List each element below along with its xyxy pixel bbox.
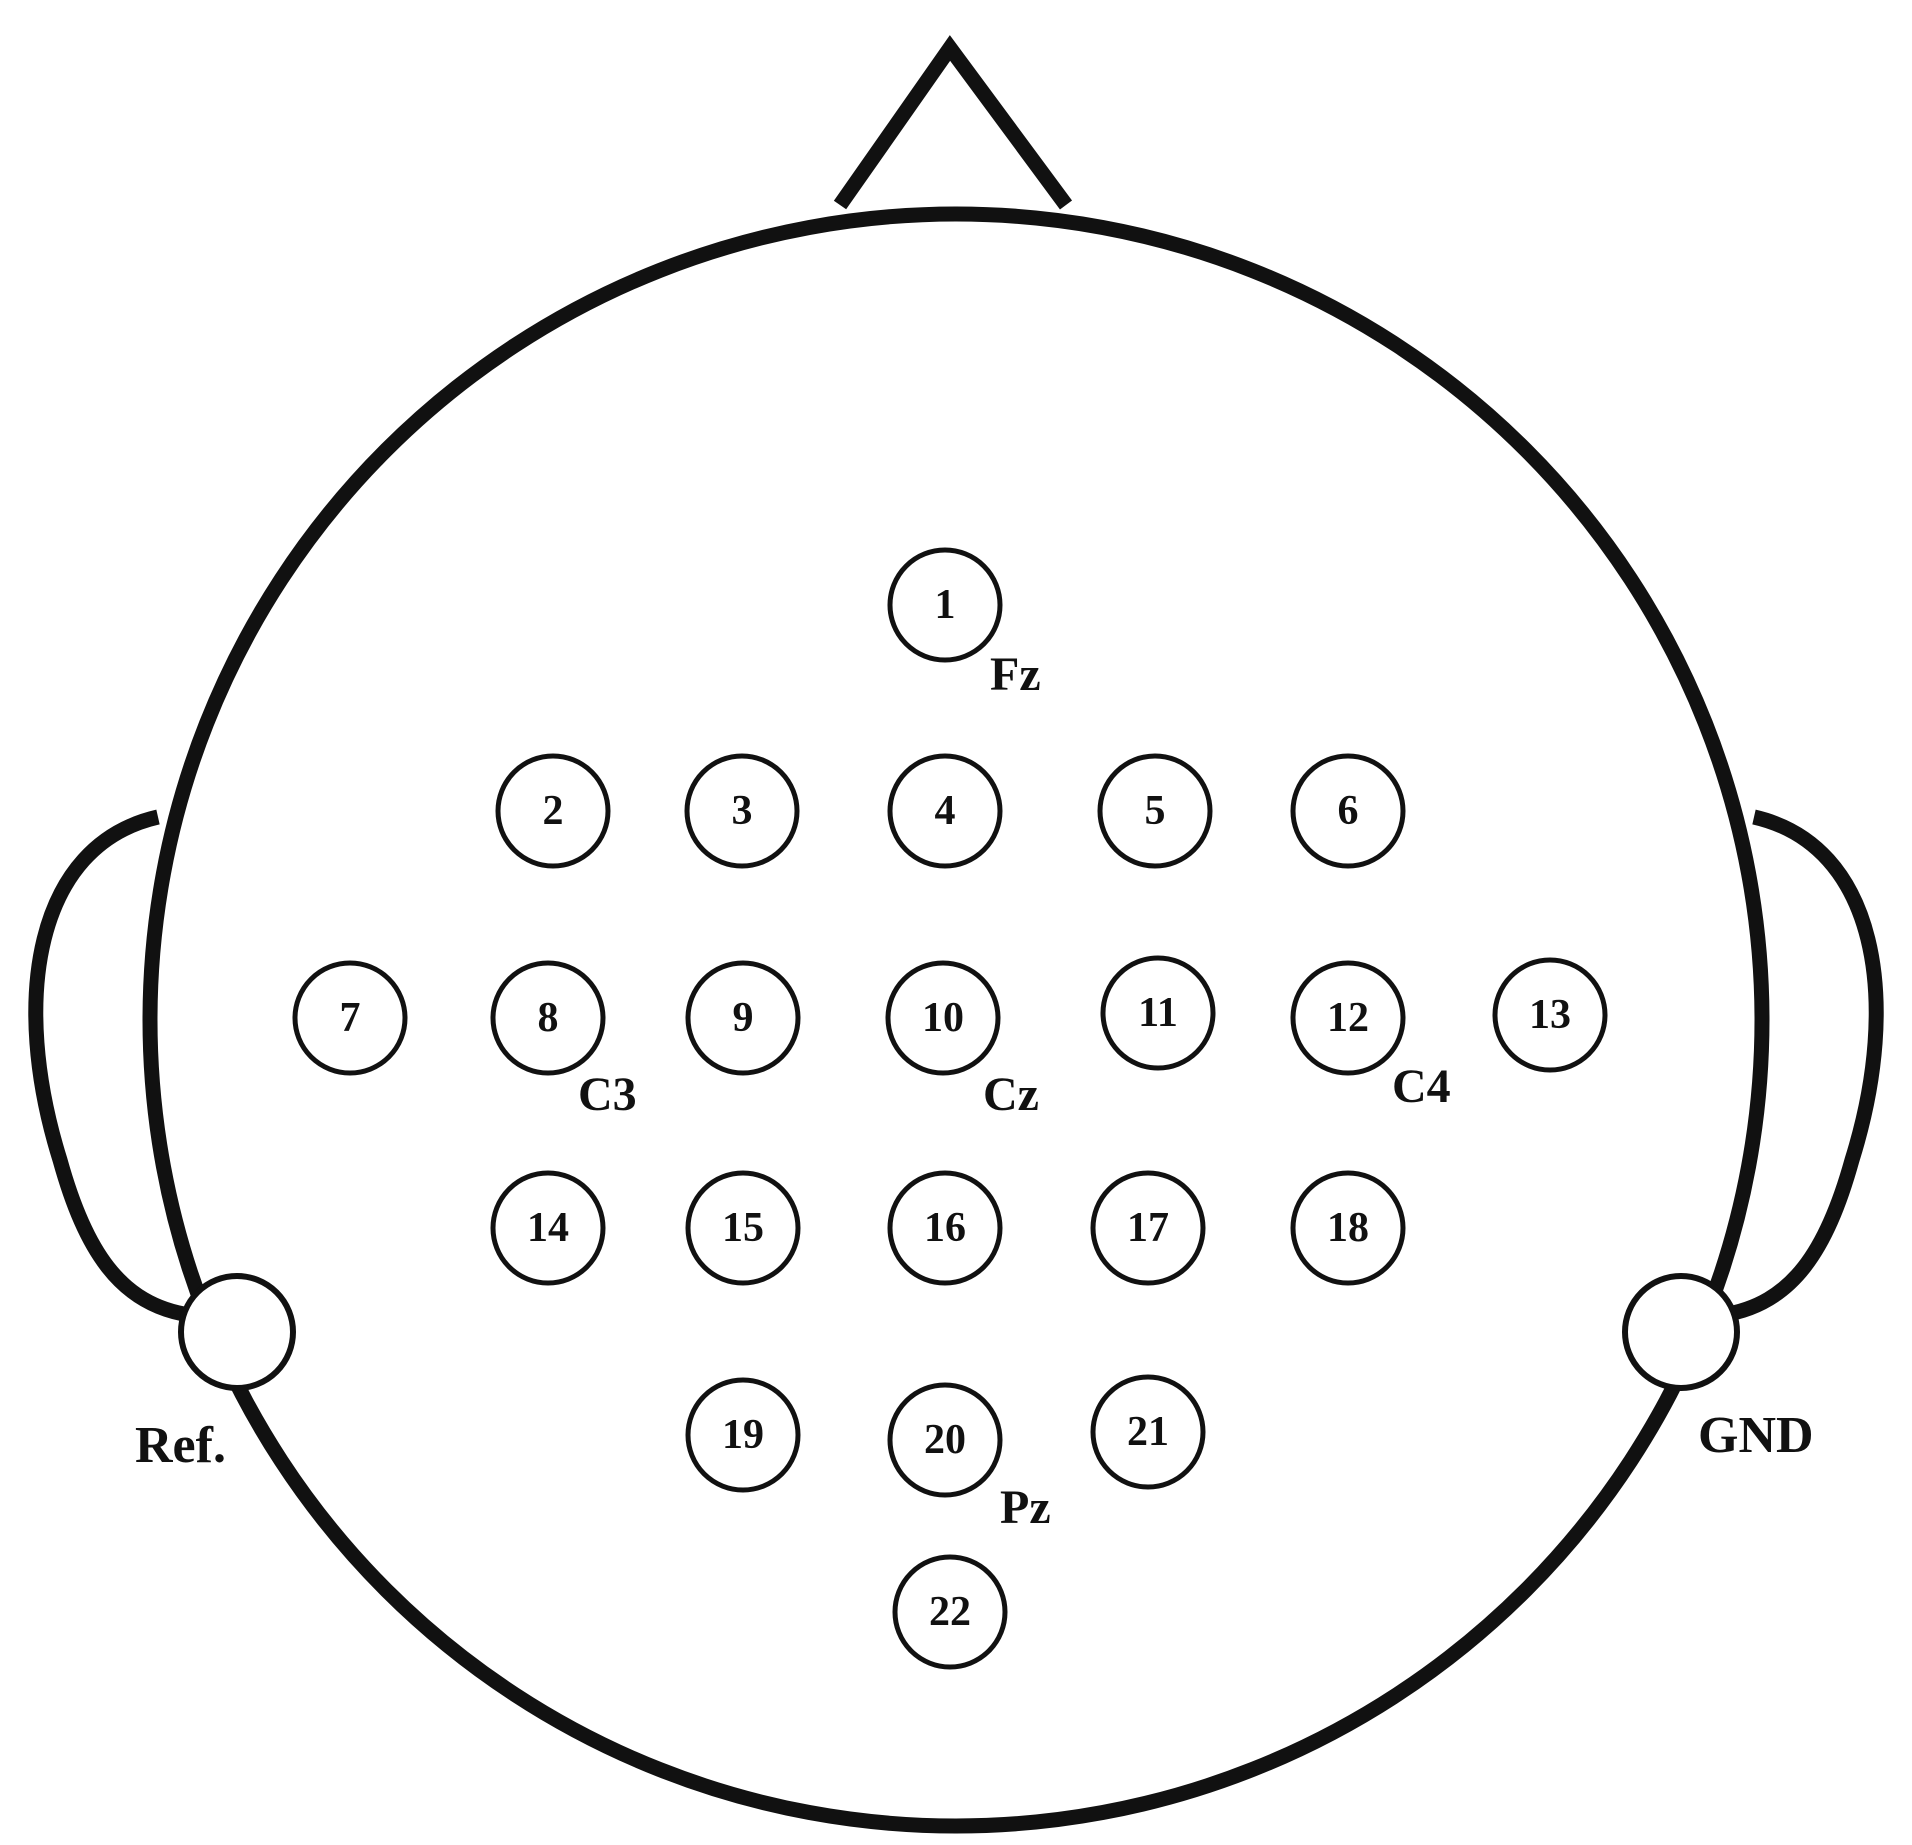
electrode-number: 22	[929, 1589, 971, 1635]
electrode-marker	[1492, 957, 1608, 1073]
electrode-number: 3	[732, 788, 753, 834]
electrode-5: 5	[1097, 753, 1213, 869]
electrode-number: 12	[1327, 995, 1369, 1041]
ground-electrode	[1622, 1273, 1740, 1391]
electrode-marker	[685, 1377, 801, 1493]
nose-outline	[833, 35, 1073, 210]
electrode-marker	[887, 753, 1003, 869]
electrode-15: 15	[685, 1170, 801, 1286]
site-label-c3: C3	[578, 1068, 637, 1121]
right-ear-outline	[1720, 809, 1884, 1323]
electrode-number: 7	[340, 995, 361, 1041]
electrode-marker	[490, 1170, 606, 1286]
electrode-7: 7	[292, 960, 408, 1076]
electrode-number: 4	[935, 788, 956, 834]
electrode-number: 13	[1529, 992, 1571, 1038]
electrode-number: 2	[543, 788, 564, 834]
electrode-marker	[887, 1382, 1003, 1498]
electrode-marker	[1100, 955, 1216, 1071]
electrode-3: 3	[684, 753, 800, 869]
electrode-number: 21	[1127, 1409, 1169, 1455]
electrode-marker	[685, 960, 801, 1076]
electrode-8: 8 C3	[490, 960, 637, 1121]
electrode-marker	[495, 753, 611, 869]
electrode-number: 10	[922, 995, 964, 1041]
ground-label: GND	[1698, 1407, 1814, 1464]
electrode-6: 6	[1290, 753, 1406, 869]
left-ear-outline	[28, 809, 192, 1323]
electrode-12: 12 C4	[1290, 960, 1451, 1113]
electrode-2: 2	[495, 753, 611, 869]
reference-label: Ref.	[135, 1417, 226, 1474]
electrode-marker	[885, 960, 1001, 1076]
reference-electrode	[178, 1273, 296, 1391]
electrode-21: 21	[1090, 1374, 1206, 1490]
electrode-marker	[1290, 1170, 1406, 1286]
electrode-number: 17	[1127, 1205, 1169, 1251]
electrode-marker	[684, 753, 800, 869]
electrode-number: 19	[722, 1412, 764, 1458]
electrode-9: 9	[685, 960, 801, 1076]
electrode-marker	[1090, 1170, 1206, 1286]
site-label-pz: Pz	[1000, 1481, 1051, 1534]
electrode-number: 5	[1145, 788, 1166, 834]
electrode-19: 19	[685, 1377, 801, 1493]
electrode-number: 9	[733, 995, 754, 1041]
electrode-4: 4	[887, 753, 1003, 869]
electrode-11: 11	[1100, 955, 1216, 1071]
electrode-number: 14	[527, 1205, 569, 1251]
electrode-number: 15	[722, 1205, 764, 1251]
electrode-10: 10 Cz	[885, 960, 1039, 1121]
electrode-number: 20	[924, 1417, 966, 1463]
electrode-17: 17	[1090, 1170, 1206, 1286]
electrode-marker	[1290, 960, 1406, 1076]
electrode-marker	[887, 1170, 1003, 1286]
electrode-18: 18	[1290, 1170, 1406, 1286]
electrode-marker	[685, 1170, 801, 1286]
electrode-marker	[887, 547, 1003, 663]
electrode-14: 14	[490, 1170, 606, 1286]
electrode-20: 20 Pz	[887, 1382, 1051, 1534]
electrode-1: 1 Fz	[887, 547, 1041, 701]
electrode-marker	[1090, 1374, 1206, 1490]
electrode-marker	[490, 960, 606, 1076]
head-outline	[142, 206, 1770, 1834]
electrode-marker	[292, 960, 408, 1076]
electrode-number: 1	[935, 582, 956, 628]
electrode-number: 11	[1138, 990, 1178, 1036]
electrode-22: 22	[892, 1554, 1008, 1670]
electrode-marker	[1097, 753, 1213, 869]
site-label-cz: Cz	[983, 1068, 1039, 1121]
electrode-number: 16	[924, 1205, 966, 1251]
electrode-13: 13	[1492, 957, 1608, 1073]
site-label-c4: C4	[1392, 1060, 1451, 1113]
electrode-marker	[1290, 753, 1406, 869]
site-label-fz: Fz	[990, 648, 1041, 701]
electrode-marker	[892, 1554, 1008, 1670]
electrode-number: 8	[538, 995, 559, 1041]
electrode-number: 6	[1338, 788, 1359, 834]
electrode-16: 16	[887, 1170, 1003, 1286]
electrode-number: 18	[1327, 1205, 1369, 1251]
